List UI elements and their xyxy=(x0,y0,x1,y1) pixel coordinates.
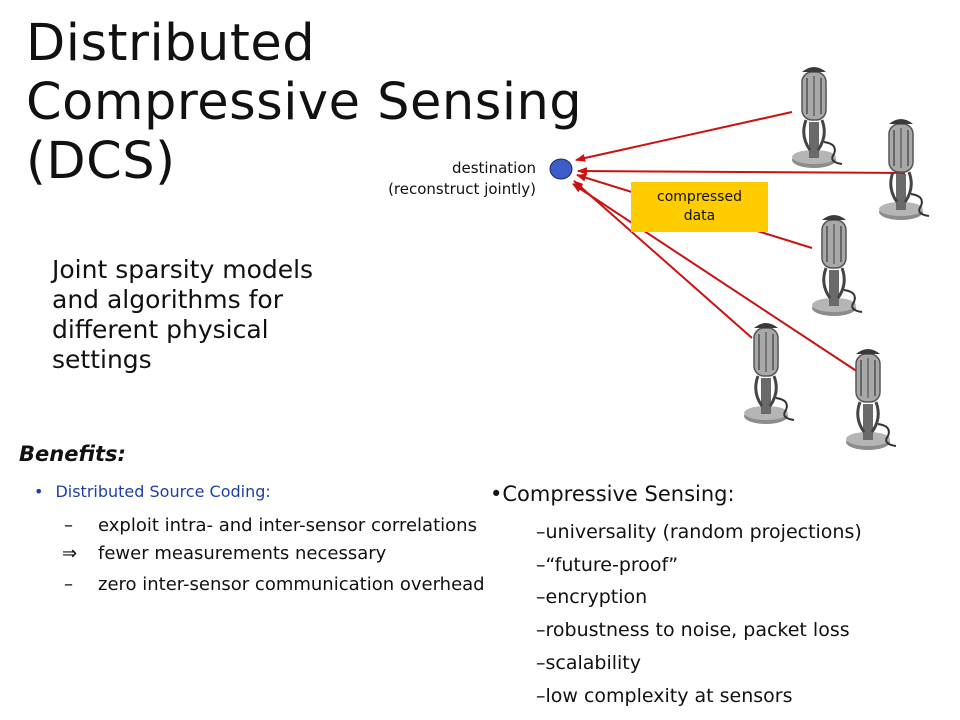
compressed-data-label: compressed data xyxy=(631,182,768,232)
list-item: –robustness to noise, packet loss xyxy=(536,619,850,642)
list-item-text: fewer measurements necessary xyxy=(98,543,387,564)
title-line-1: Distributed xyxy=(26,14,316,73)
destination-node xyxy=(549,158,573,180)
microphone-icon xyxy=(877,117,931,222)
subtitle-line-2: and algorithms for xyxy=(52,285,283,314)
subtitle-line-1: Joint sparsity models xyxy=(52,255,314,284)
arrow-1 xyxy=(575,111,793,162)
page-title: Distributed Compressive Sensing (DCS) xyxy=(26,14,626,191)
bullet-icon: • xyxy=(34,482,44,501)
list-item: – zero inter-sensor communication overhe… xyxy=(62,574,502,596)
compressed-label-line-1: compressed xyxy=(657,189,742,205)
dsc-heading-text: Distributed Source Coding: xyxy=(55,482,271,501)
arrow-2 xyxy=(577,167,906,176)
list-item: – exploit intra- and inter-sensor correl… xyxy=(62,515,502,537)
list-item: –scalability xyxy=(536,651,642,674)
dash-icon: – xyxy=(64,574,73,595)
dash-icon: – xyxy=(64,515,73,536)
microphone-icon xyxy=(844,347,898,452)
destination-label-line-2: (reconstruct jointly) xyxy=(388,180,536,198)
title-line-2: Compressive Sensing xyxy=(26,73,583,132)
arrow-4 xyxy=(573,180,753,339)
arrows xyxy=(572,111,906,373)
arrow-5 xyxy=(572,183,859,373)
subtitle-line-3: different physical xyxy=(52,315,269,344)
subtitle: Joint sparsity models and algorithms for… xyxy=(52,255,412,375)
title-line-3: (DCS) xyxy=(26,132,176,191)
compressed-label-line-2: data xyxy=(683,208,716,224)
dsc-list: – exploit intra- and inter-sensor correl… xyxy=(62,515,502,604)
cs-heading: •Compressive Sensing: xyxy=(490,482,735,506)
microphone-icon xyxy=(790,65,844,170)
benefits-heading: Benefits: xyxy=(19,442,126,466)
list-item-text: zero inter-sensor communication overhead xyxy=(98,574,485,595)
dsc-heading: • Distributed Source Coding: xyxy=(34,482,271,501)
list-item: –“future-proof” xyxy=(536,553,679,576)
microphone-icon xyxy=(810,213,864,318)
list-item: ⇒ fewer measurements necessary xyxy=(62,543,502,565)
destination-label: destination (reconstruct jointly) xyxy=(330,158,536,200)
list-item: –universality (random projections) xyxy=(536,521,862,543)
destination-label-line-1: destination xyxy=(451,159,536,177)
subtitle-line-4: settings xyxy=(52,345,152,374)
implies-arrow-icon: ⇒ xyxy=(62,543,78,564)
cs-list: –universality (random projections) –“fut… xyxy=(536,516,862,712)
list-item: –low complexity at sensors xyxy=(536,684,793,707)
list-item-text: exploit intra- and inter-sensor correlat… xyxy=(98,515,477,536)
list-item: –encryption xyxy=(536,586,648,609)
